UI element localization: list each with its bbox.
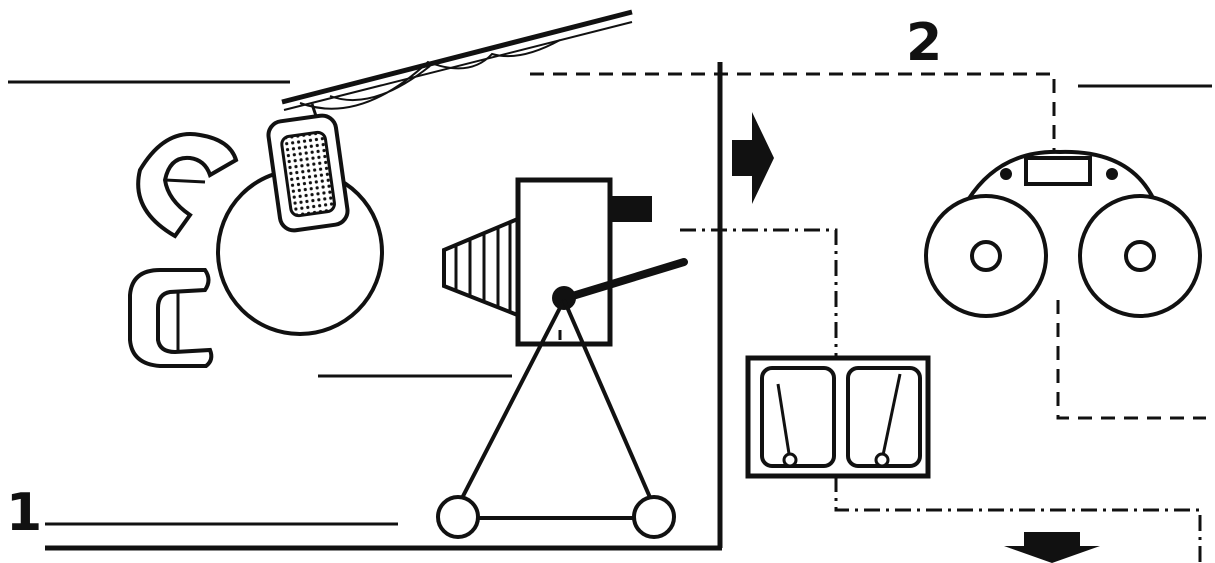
dashdot-cable-camera <box>680 228 838 356</box>
cable-loops <box>299 39 561 110</box>
camera-tripod-icon <box>436 299 676 539</box>
control-room-2: 2 <box>530 13 1212 563</box>
microphone-icon <box>266 103 350 233</box>
dashed-cable-mic <box>530 72 1056 150</box>
ceiling-rail-inner <box>283 21 633 111</box>
tape-recorder-icon <box>924 149 1202 318</box>
studio-room-1: 1 <box>6 9 723 551</box>
arrow-down-icon <box>1004 532 1100 563</box>
vu-meter-icon <box>745 355 931 479</box>
ceiling-rail <box>281 9 633 105</box>
room-label-2: 2 <box>906 13 942 73</box>
room-label-1: 1 <box>6 483 42 543</box>
armchair-icon <box>136 132 239 239</box>
dashed-cable-recorder <box>1056 300 1206 420</box>
video-camera-icon <box>442 177 688 347</box>
armchair-icon <box>128 268 214 368</box>
arrow-right-icon <box>732 112 774 204</box>
